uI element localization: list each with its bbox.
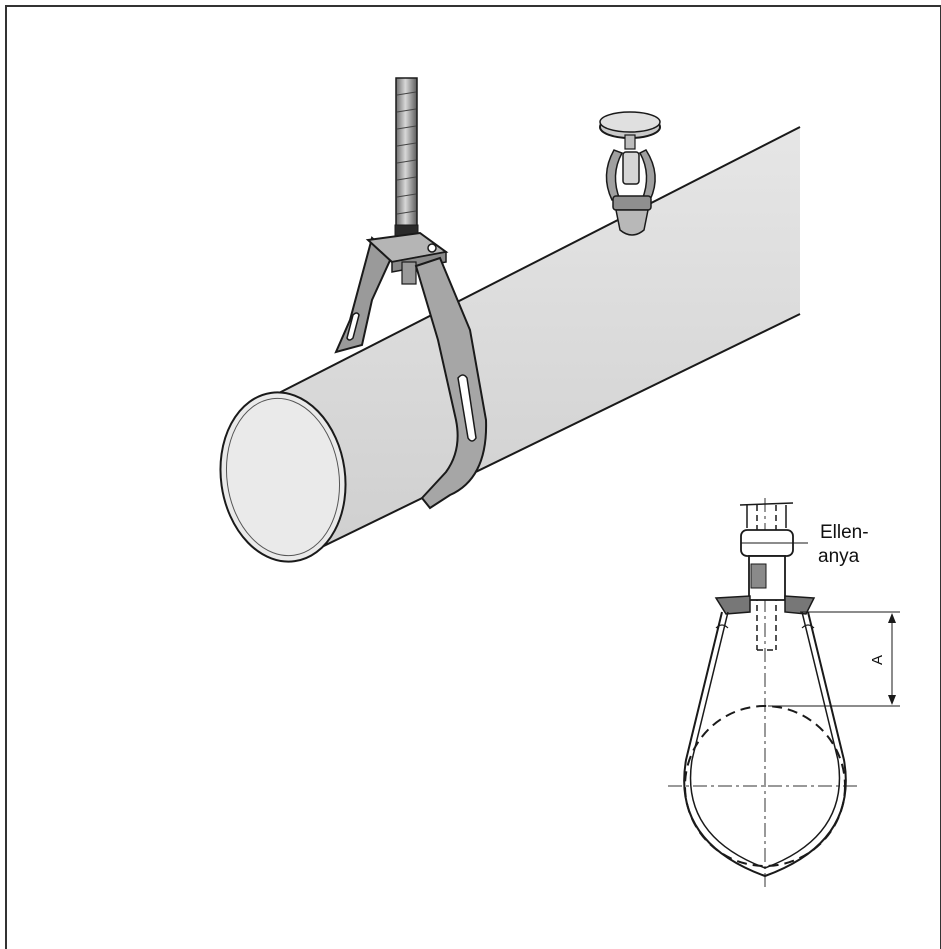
front-strap-slot bbox=[457, 374, 477, 442]
hanger-strap-outer bbox=[683, 611, 847, 878]
bracket-flange-right bbox=[784, 595, 816, 615]
bracket-bolt bbox=[427, 243, 437, 253]
locknut-label-line2: anya bbox=[818, 546, 860, 567]
back-leg-slot bbox=[346, 312, 360, 341]
pipe-section bbox=[684, 705, 846, 867]
bracket-flange-left bbox=[714, 595, 751, 615]
hanger-strap-inner bbox=[689, 611, 841, 869]
pipe-end-inner bbox=[225, 397, 341, 557]
pipe-end bbox=[219, 391, 347, 563]
hanger-section-drawing: A Ellen- anya bbox=[668, 498, 900, 890]
outer-border bbox=[5, 5, 941, 949]
hanger-front-strap bbox=[414, 256, 488, 510]
pipe-hanger-illustration bbox=[219, 77, 801, 563]
dimension-label: A bbox=[869, 655, 886, 665]
sprinkler-head bbox=[599, 111, 661, 236]
rod-thread-stub bbox=[401, 261, 417, 285]
locknut-label-line1: Ellen- bbox=[820, 522, 869, 543]
threaded-rod bbox=[395, 77, 418, 241]
pipe-body bbox=[275, 127, 800, 560]
